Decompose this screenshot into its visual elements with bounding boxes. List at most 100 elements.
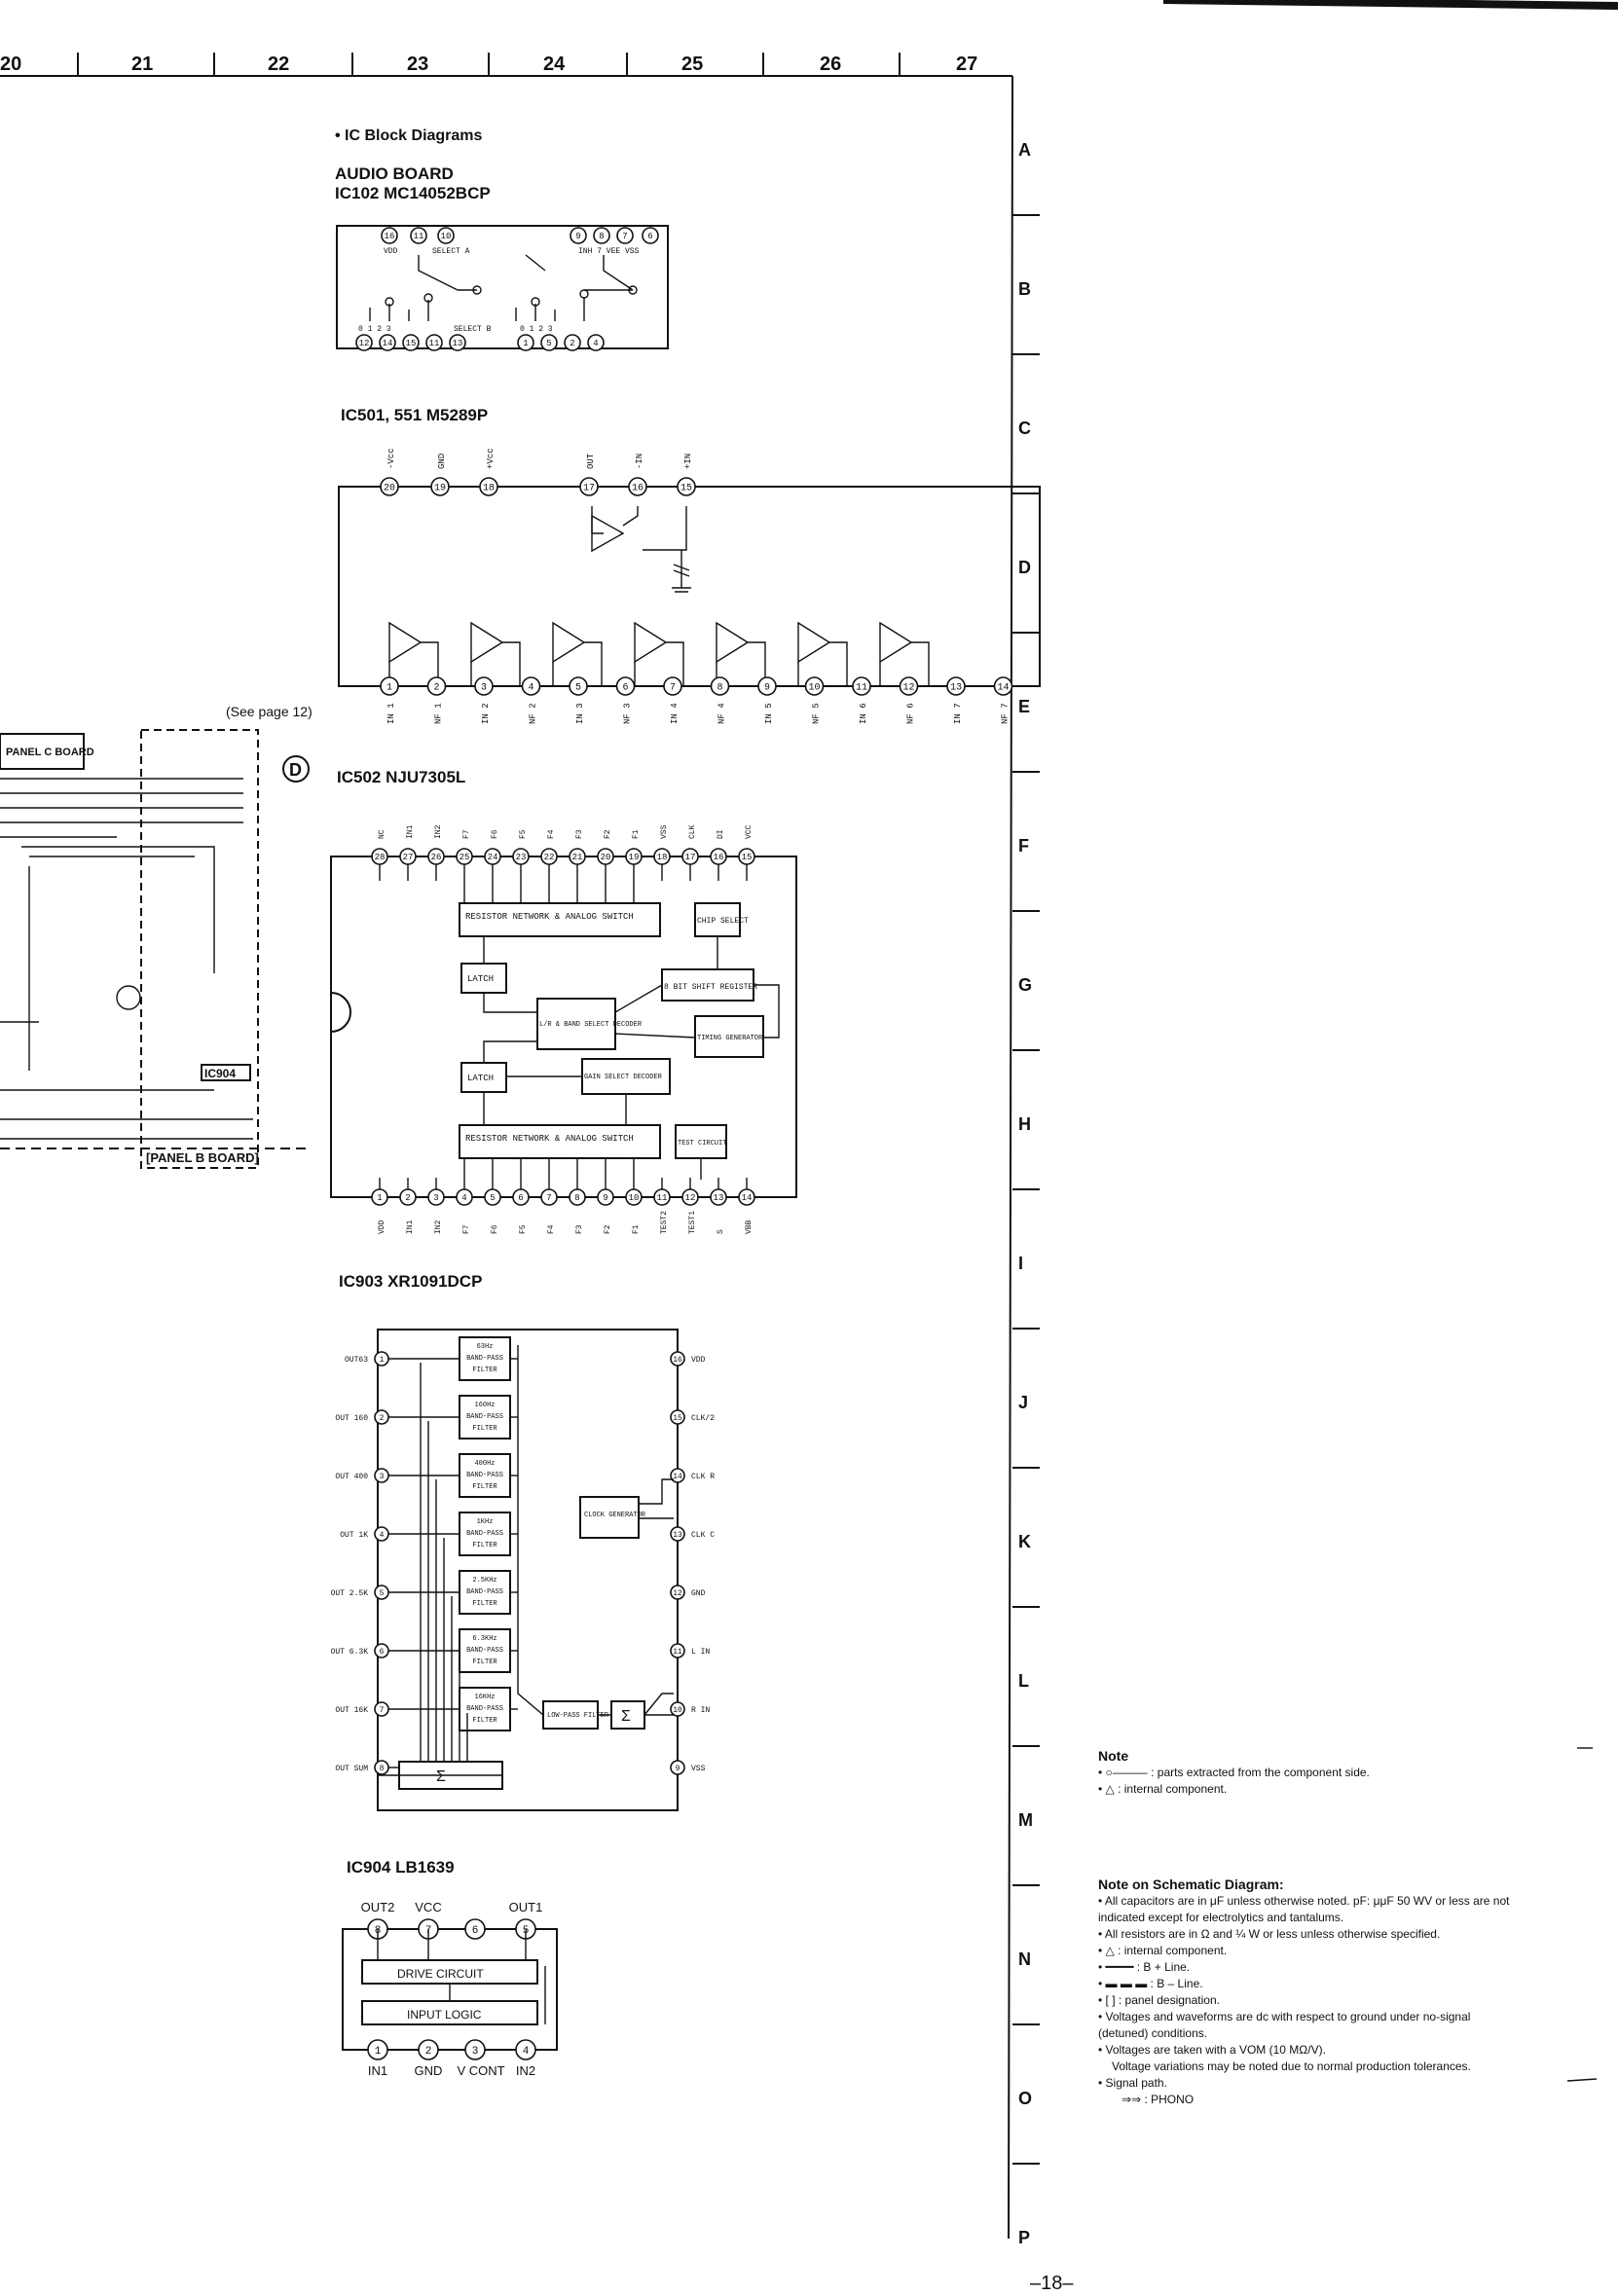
ic102-pin [540, 334, 558, 351]
low-pass-filter-block: LOW-PASS FILTER [547, 1712, 609, 1720]
ic501-top-pin [579, 477, 599, 496]
ic502-top-pin-number: 25 [460, 853, 470, 862]
ic502-top-label: VSS [660, 824, 669, 839]
ic501-top-pin-number: 18 [483, 484, 495, 494]
ic501-bottom-pin [663, 676, 682, 696]
row-letter-D: D [1018, 558, 1031, 577]
ic501-amplifier [470, 621, 504, 664]
ic502-title: IC502 NJU7305L [337, 768, 465, 786]
ic501-bottom-pin [710, 676, 730, 696]
block-latch-2: LATCH [467, 1074, 494, 1083]
block-latch-1: LATCH [467, 974, 494, 984]
ic904-bottom-label: IN2 [516, 2063, 535, 2078]
ic501-bottom-pin-number: 11 [856, 683, 867, 694]
block-resistor-bottom: RESISTOR NETWORK & ANALOG SWITCH [465, 1134, 634, 1144]
column-27: 27 [956, 54, 977, 75]
partial-board-section: (See page 12) PANEL C BOARD D IC904 [PAN… [0, 704, 313, 1169]
ic904-bottom-pin [515, 2039, 536, 2060]
ic903-right-pin [670, 1526, 685, 1542]
ic502-top-label: F6 [491, 829, 499, 839]
ic904-top-pin-number: 6 [472, 1925, 479, 1937]
ic501-bottom-label: IN 2 [481, 703, 491, 724]
note-item-2: • △ : internal component. [1098, 1782, 1228, 1796]
ic904-bottom-pin-number: 2 [425, 2046, 432, 2058]
ic502-bottom-pin-number: 5 [490, 1193, 495, 1203]
filter-word: FILTER [472, 1367, 497, 1374]
ic501-bottom-pin-number: 5 [575, 683, 581, 694]
drive-circuit-block: DRIVE CIRCUIT [397, 1967, 484, 1981]
ic502-top-label: F5 [519, 829, 528, 839]
column-20: 20 [0, 54, 21, 75]
ic502-top-pin-number: 21 [572, 853, 583, 862]
ic501-bottom-pin [474, 676, 494, 696]
ic501-bottom-label: NF 1 [434, 703, 444, 724]
ic501-top-label: +Vcc [486, 448, 496, 469]
ic502-top-pin-number: 24 [488, 853, 498, 862]
ic903-right-pin-number: 9 [676, 1765, 680, 1773]
ic501-bottom-pin [804, 676, 825, 696]
row-letter-P: P [1018, 2228, 1030, 2247]
row-letter-E: E [1018, 697, 1030, 716]
ic502-top-pin-number: 20 [601, 853, 611, 862]
ic903-left-pin-number: 6 [380, 1648, 385, 1657]
block-shift-register: 8 BIT SHIFT REGISTER [664, 983, 757, 992]
page-number: –18– [1030, 2273, 1074, 2294]
ic903-right-pin [670, 1468, 685, 1483]
ic904-bottom-pin-number: 1 [375, 2046, 382, 2058]
ic102-pin [587, 334, 605, 351]
ic903-right-pin [670, 1351, 685, 1367]
ic102-pin-number: 1 [523, 339, 528, 348]
ic102-pin-number: 9 [575, 232, 580, 241]
ic501-bottom-pin [569, 676, 588, 696]
block-lr-band-decoder: L/R & BAND SELECT DECODER [539, 1021, 643, 1029]
filter-word: FILTER [472, 1600, 497, 1608]
ic501-top-pin-number: 19 [434, 484, 446, 494]
schematic-note-item-4: • ━━━━ : B + Line. [1098, 1960, 1191, 1974]
ic903-right-label: L IN [691, 1648, 710, 1657]
row-letter-H: H [1018, 1114, 1031, 1134]
ic502-bottom-pin-number: 12 [685, 1193, 696, 1203]
ic903-left-pin-number: 1 [380, 1356, 385, 1365]
ic904-top-pin [464, 1918, 486, 1940]
ic502-bottom-pin-number: 7 [546, 1193, 551, 1203]
ic501-bottom-label: IN 7 [953, 703, 963, 724]
filter-type: BAND-PASS [466, 1647, 503, 1655]
ic502-top-pin-number: 15 [742, 853, 753, 862]
ic501-bottom-pin-number: 10 [808, 683, 820, 694]
ic903-left-label: OUT 1K [340, 1531, 368, 1540]
ic501-amp-wire [634, 641, 684, 686]
ic502-top-pin-number: 28 [375, 853, 386, 862]
ic102-pin [425, 334, 443, 351]
filter-type: BAND-PASS [466, 1588, 503, 1596]
column-25: 25 [681, 54, 703, 75]
ic502-inner-blocks: RESISTOR NETWORK & ANALOG SWITCH CHIP SE… [459, 902, 780, 1180]
ic502-top-label: F7 [462, 829, 471, 839]
ic502-top-pin-number: 18 [657, 853, 668, 862]
ic501-top-pin [479, 477, 498, 496]
filter-word: FILTER [472, 1542, 497, 1549]
ic903-left-label: OUT SUM [335, 1765, 368, 1773]
ic502-bottom-pin-number: 13 [714, 1193, 724, 1203]
ic903-right-pin [670, 1760, 685, 1775]
ic102-inh-label: INH 7 VEE VSS [578, 247, 640, 256]
ic102-pin-number: 16 [385, 232, 395, 241]
ic501-amp-wire [470, 641, 521, 686]
ic102-pin-number: 2 [570, 339, 574, 348]
block-test-circuit: TEST CIRCUIT [678, 1140, 726, 1148]
filter-freq: 63Hz [477, 1343, 494, 1351]
filter-freq: 1KHz [477, 1518, 494, 1526]
filter-freq: 2.5KHz [472, 1577, 496, 1585]
ic102-pin-number: 7 [622, 232, 627, 241]
ic102-pin [593, 227, 610, 244]
row-letter-L: L [1018, 1671, 1029, 1691]
ic102-select-b-label: SELECT B [454, 325, 492, 334]
ic903-right-pin-number: 11 [673, 1648, 682, 1657]
ic102-pin-number: 11 [414, 232, 424, 241]
ic501-top-pin [677, 477, 696, 496]
ic502-top-pin-number: 17 [685, 853, 696, 862]
ic502-top-label: IN2 [434, 824, 443, 839]
connector-d: D [289, 760, 302, 780]
ic102-pin-number: 5 [546, 339, 551, 348]
ic903-right-label: VSS [691, 1765, 706, 1773]
